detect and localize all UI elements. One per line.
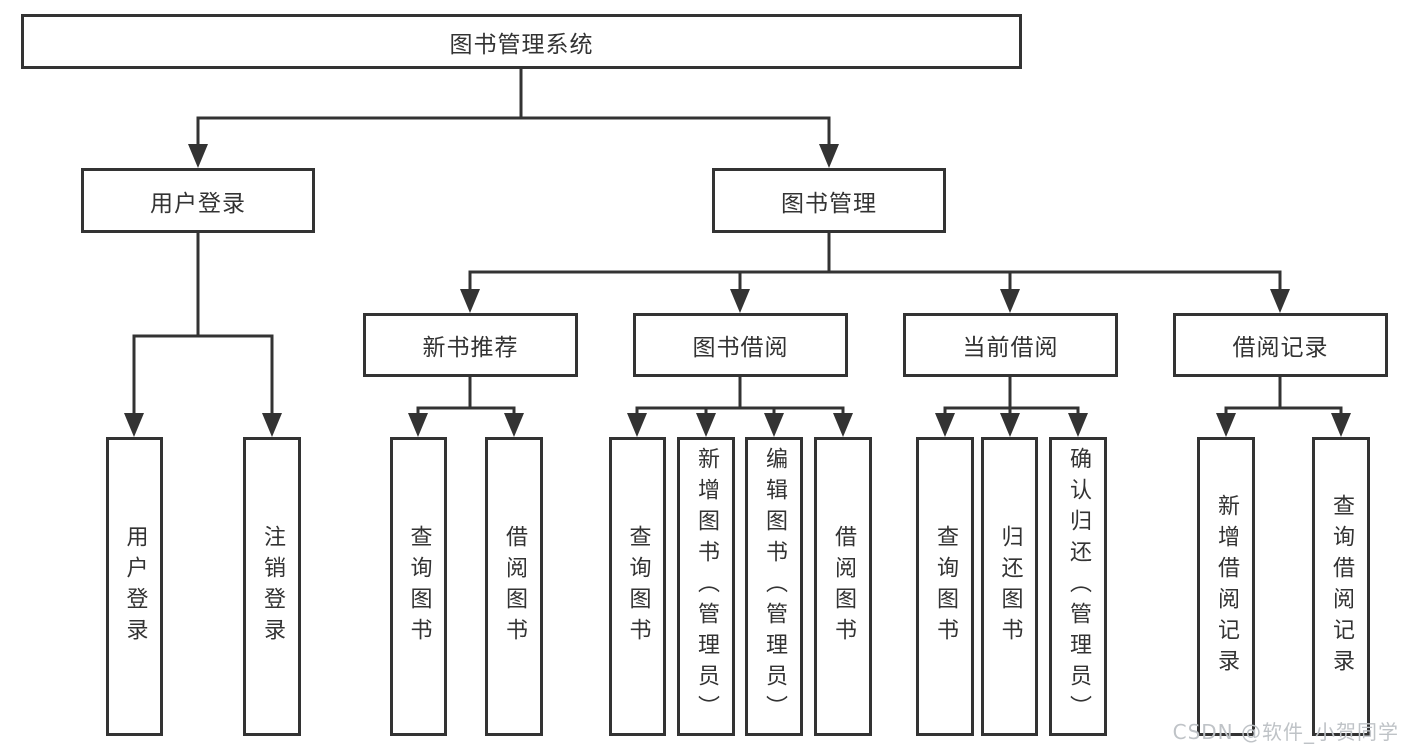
leaf-borrow-books-recommend: 借阅图书 xyxy=(485,437,543,736)
node-label: 借阅图书 xyxy=(831,524,856,649)
node-user-login: 用户登录 xyxy=(81,168,315,233)
connector-root-to-level2 xyxy=(188,69,839,168)
node-label: 借阅记录 xyxy=(1232,335,1329,361)
node-label: 查询图书 xyxy=(625,524,651,649)
node-label: 当前借阅 xyxy=(962,335,1059,361)
node-label: 新增借阅记录 xyxy=(1214,493,1239,680)
node-label: 编辑图书（管理员） xyxy=(762,447,787,726)
connector-book-borrowing-children xyxy=(627,377,853,437)
leaf-add-book-admin: 新增图书（管理员） xyxy=(677,437,735,736)
node-book-management: 图书管理 xyxy=(712,168,946,233)
node-label: 新增图书（管理员） xyxy=(694,447,719,726)
node-label: 查询图书 xyxy=(406,524,432,649)
csdn-watermark: CSDN @软件_小贺同学 xyxy=(1172,720,1399,744)
node-label: 查询图书 xyxy=(933,524,958,649)
connector-current-borrowing-children xyxy=(935,377,1088,437)
node-library-system: 图书管理系统 xyxy=(21,14,1022,69)
leaf-edit-book-admin: 编辑图书（管理员） xyxy=(745,437,803,736)
node-label: 注销登录 xyxy=(260,524,285,649)
node-label: 新书推荐 xyxy=(422,335,519,361)
node-label: 图书借阅 xyxy=(692,335,789,361)
leaf-return-books: 归还图书 xyxy=(981,437,1038,736)
node-label: 用户登录 xyxy=(150,190,246,217)
node-label: 归还图书 xyxy=(997,524,1023,649)
node-label: 查询借阅记录 xyxy=(1329,493,1354,680)
leaf-query-books-recommend: 查询图书 xyxy=(390,437,447,736)
connector-borrow-records-children xyxy=(1216,377,1351,437)
connector-book-management-children xyxy=(460,233,1290,313)
node-book-borrowing: 图书借阅 xyxy=(633,313,848,377)
leaf-logout: 注销登录 xyxy=(243,437,301,736)
node-new-book-recommend: 新书推荐 xyxy=(363,313,578,377)
leaf-query-books-borrowing: 查询图书 xyxy=(609,437,666,736)
connector-user-login-children xyxy=(124,233,282,437)
node-current-borrowing: 当前借阅 xyxy=(903,313,1118,377)
leaf-query-borrow-record: 查询借阅记录 xyxy=(1312,437,1370,736)
node-borrow-records: 借阅记录 xyxy=(1173,313,1388,377)
node-label: 确认归还（管理员） xyxy=(1066,447,1091,726)
leaf-user-login: 用户登录 xyxy=(106,437,163,736)
node-label: 图书管理 xyxy=(781,190,877,217)
leaf-add-borrow-record: 新增借阅记录 xyxy=(1197,437,1255,736)
leaf-confirm-return-admin: 确认归还（管理员） xyxy=(1049,437,1107,736)
node-label: 图书管理系统 xyxy=(449,31,594,58)
connector-new-book-recommend-children xyxy=(408,377,524,437)
node-label: 用户登录 xyxy=(122,524,148,649)
leaf-borrow-books: 借阅图书 xyxy=(814,437,872,736)
leaf-query-books-current: 查询图书 xyxy=(916,437,974,736)
node-label: 借阅图书 xyxy=(502,524,527,649)
